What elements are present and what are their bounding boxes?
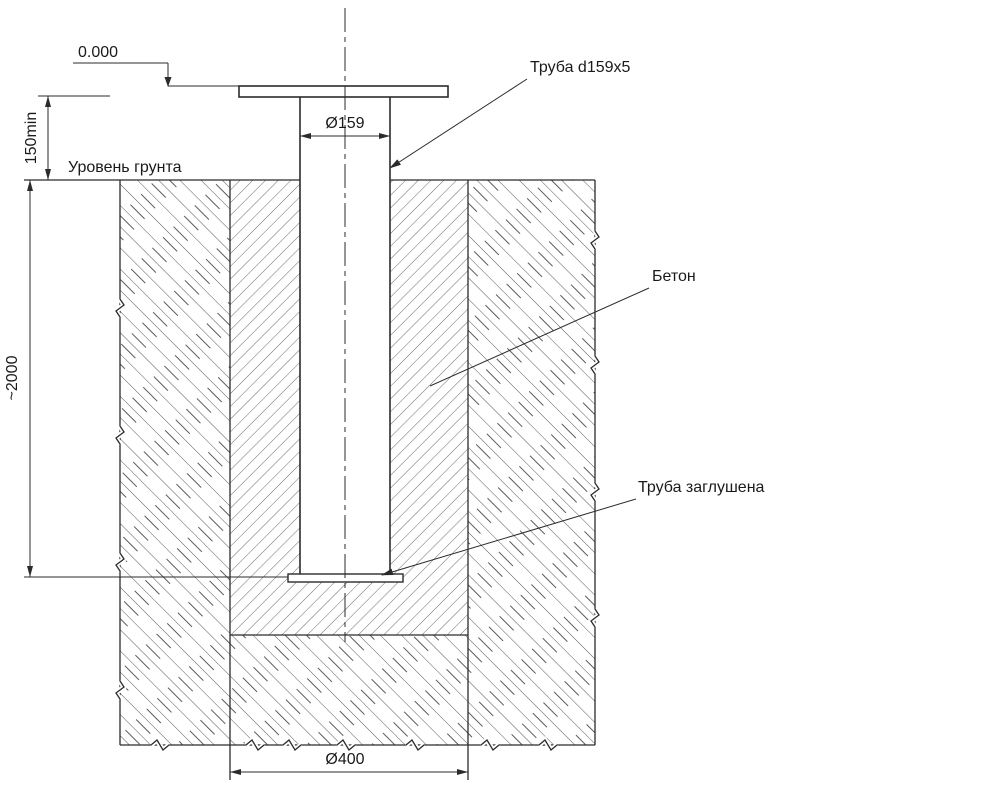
elevation-label: 0.000 (78, 44, 118, 61)
depth-arrow-top (27, 180, 33, 191)
plug-callout-label: Труба заглушена (638, 479, 765, 496)
concrete-leader (429, 287, 650, 387)
pipe-dia-arrow-right (379, 133, 390, 139)
soil-left (120, 180, 230, 745)
concrete-region (230, 180, 468, 635)
soil-hatch-regions (120, 180, 595, 745)
break-marks (112, 229, 603, 754)
pipe-diameter-label: Ø159 (325, 115, 364, 132)
soil-below-pit (230, 635, 468, 745)
pipe-dia-arrow-left (300, 133, 311, 139)
embedment-arrow-bottom (45, 169, 51, 180)
soil-right (468, 180, 595, 745)
embedment-label: 150min (23, 112, 40, 164)
concrete-fill (230, 180, 468, 635)
dimension-arrows (27, 77, 468, 775)
depth-label: ~2000 (4, 355, 21, 400)
pipe-assembly (238, 8, 449, 642)
depth-arrow-bottom (27, 566, 33, 577)
concrete-callout-label: Бетон (652, 268, 696, 285)
embedment-arrow-top (45, 96, 51, 107)
top-flange-plate (238, 85, 449, 98)
elevation-arrow (164, 77, 172, 87)
plug-leader (381, 498, 637, 576)
hole-dia-arrow-left (230, 769, 241, 775)
pipe-callout-label: Труба d159x5 (530, 59, 631, 76)
leader-lines (381, 78, 650, 576)
hole-dia-arrow-right (457, 769, 468, 775)
hole-diameter-label: Ø400 (325, 751, 364, 768)
pipe-leader (389, 78, 528, 169)
ground-level-label: Уровень грунта (68, 159, 182, 176)
pit-outlines (24, 179, 596, 780)
annotations: 0.000 150min ~2000 Ø159 Ø400 Уровень гру… (4, 44, 765, 768)
dimension-lines (24, 62, 468, 773)
